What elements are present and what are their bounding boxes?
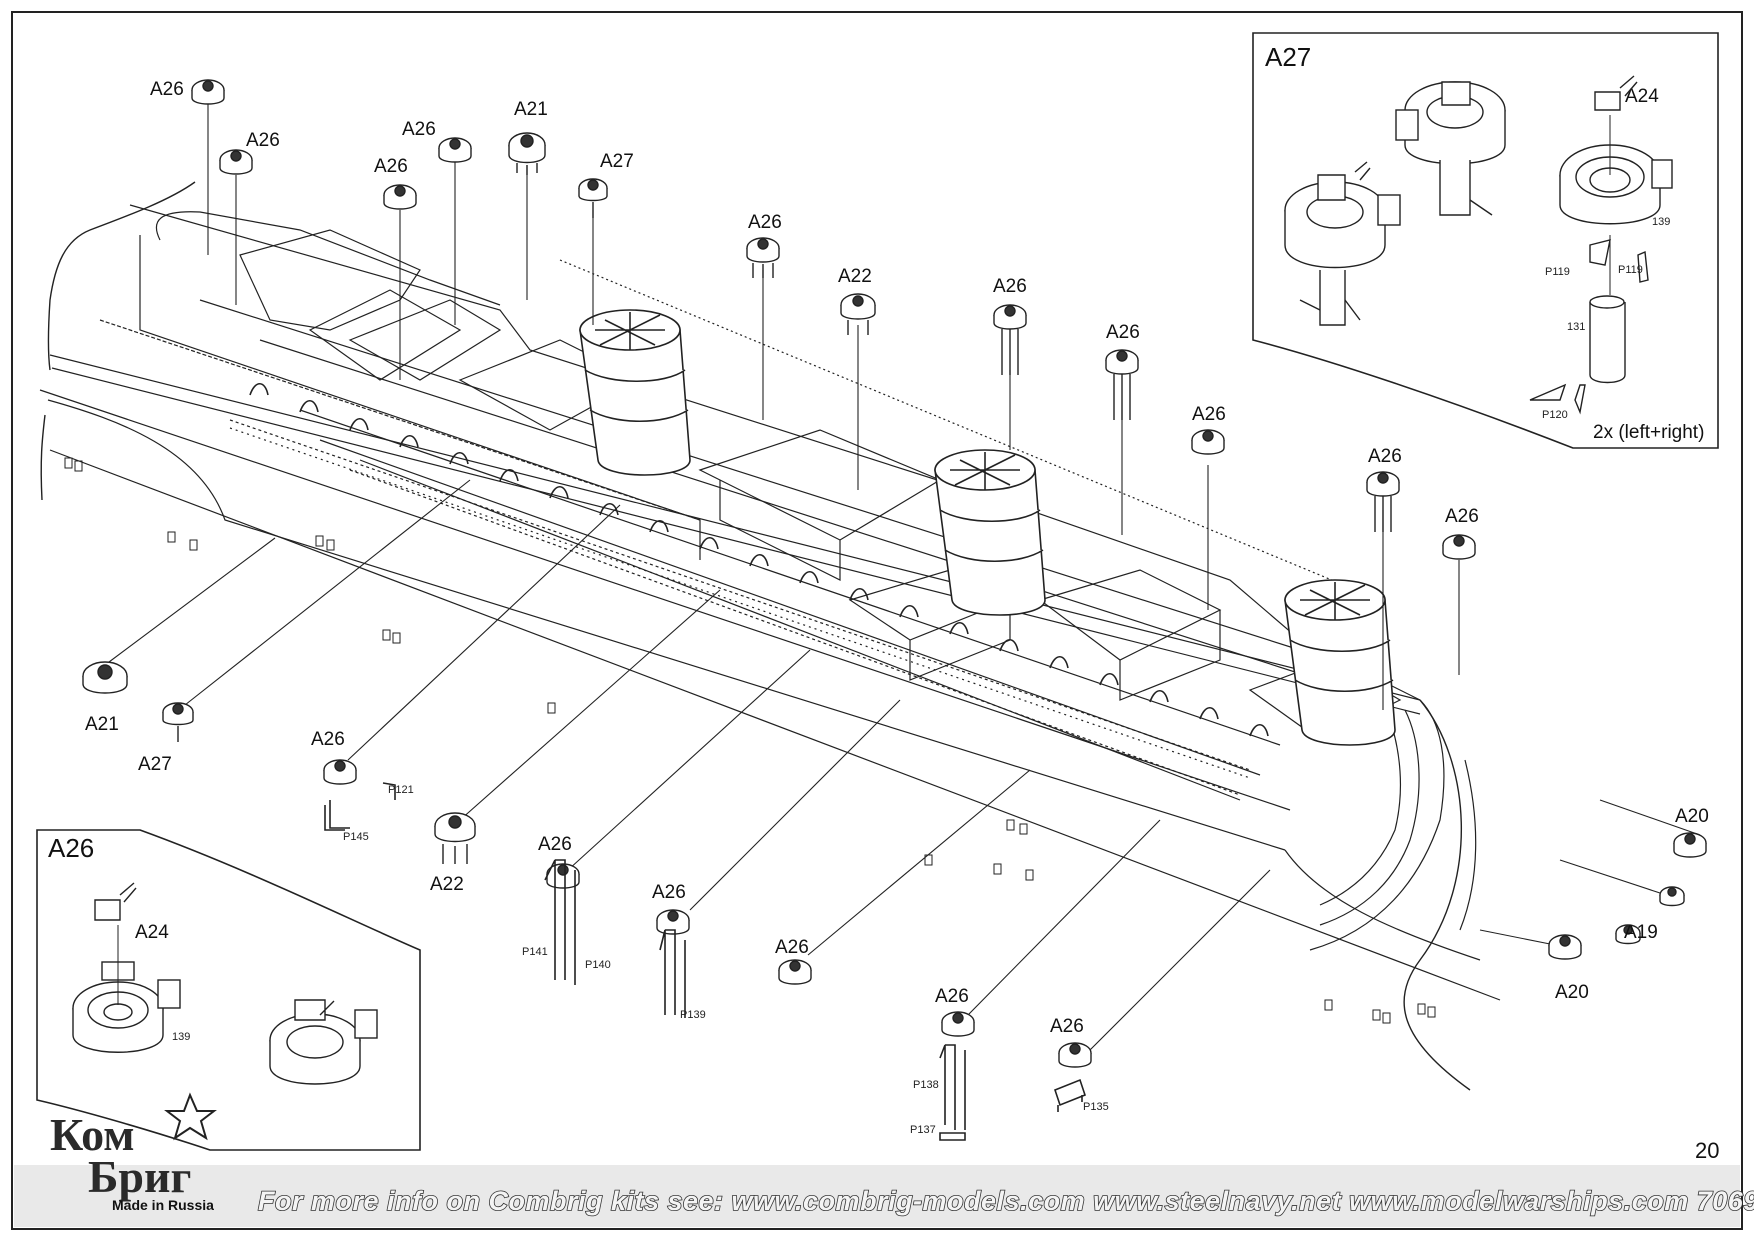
tub-icon [434, 812, 476, 864]
tub-icon [1105, 349, 1139, 420]
logo-line1: Ком [50, 1109, 135, 1160]
sub-part-supports [324, 782, 1086, 1141]
callout-top-0: A26 [150, 79, 184, 100]
callout-bottom-9: A20 [1675, 806, 1709, 827]
funnel-fore [1284, 579, 1396, 746]
part-label: P140 [585, 959, 611, 971]
kombrig-logo: Ком Бриг Made in Russia [50, 1092, 217, 1213]
inset-a27-part-0: 139 [1652, 216, 1670, 228]
callout-top-3: A26 [374, 156, 408, 177]
part-label: P141 [522, 946, 548, 958]
inset-a27-part-2: P119 [1618, 264, 1643, 276]
callout-bottom-4: A26 [538, 834, 572, 855]
callout-top-11: A26 [1368, 446, 1402, 467]
part-label: P138 [913, 1079, 939, 1091]
tub-icon [383, 184, 417, 210]
tub-icon [438, 137, 472, 163]
funnel-mid [934, 449, 1046, 616]
tub-icon [941, 1011, 975, 1037]
ship-hull-drawing [39, 181, 1501, 1091]
tub-icon [1058, 1042, 1092, 1068]
tub-icon [778, 959, 812, 985]
tub-icon [1442, 534, 1476, 560]
tub-icon [191, 79, 225, 105]
logo-made-in: Made in Russia [112, 1197, 214, 1213]
footer-band: For more info on Combrig kits see: www.c… [14, 1165, 1754, 1227]
inset-a27-part-1: P119 [1545, 266, 1570, 278]
inset-a26-part-0: 139 [172, 1031, 190, 1043]
callout-bottom-10: A19 [1624, 922, 1658, 943]
inset-a27-note: 2x (left+right) [1593, 422, 1704, 443]
tub-icon [1191, 429, 1225, 455]
callout-bottom-3: A22 [430, 874, 464, 895]
callout-top-1: A26 [246, 130, 280, 151]
callout-top-6: A26 [748, 212, 782, 233]
tub-icon [1548, 934, 1582, 960]
callout-bottom-5: A26 [652, 882, 686, 903]
inset-a27-a24-label: A24 [1625, 86, 1659, 107]
callout-labels: A26 A26 A26 A26 A21 A27 A26 A22 A26 A26 … [85, 79, 1709, 1037]
leader-lines [104, 100, 1701, 1056]
tub-icon [162, 702, 194, 742]
inset-a27-title: A27 [1265, 42, 1311, 72]
callout-bottom-8: A26 [1050, 1016, 1084, 1037]
callout-top-7: A22 [838, 266, 872, 287]
tub-icon [1659, 886, 1685, 907]
callout-bottom-7: A26 [935, 986, 969, 1007]
callout-top-4: A21 [514, 99, 548, 120]
callout-top-10: A26 [1192, 404, 1226, 425]
part-label: P121 [388, 784, 414, 796]
part-label: P145 [343, 831, 369, 843]
callout-bottom-11: A20 [1555, 982, 1589, 1003]
inset-a27: A27 A24 [1252, 32, 1719, 449]
tub-icon [578, 178, 608, 218]
tub-icon [1615, 924, 1641, 945]
part-label: P139 [680, 1009, 706, 1021]
callout-top-2: A26 [402, 119, 436, 140]
tub-icon [323, 759, 357, 785]
callout-bottom-1: A27 [138, 754, 172, 775]
star-icon [164, 1092, 217, 1141]
callout-top-5: A27 [600, 151, 634, 172]
tub-icon [993, 304, 1027, 375]
page-number: 20 [1695, 1138, 1719, 1163]
inset-a26-a24-label: A24 [135, 922, 169, 943]
part-label: P137 [910, 1124, 936, 1136]
tub-icon [840, 293, 876, 335]
logo-line2: Бриг [88, 1151, 191, 1202]
inset-a27-part-3: 131 [1567, 321, 1585, 333]
callout-bottom-6: A26 [775, 937, 809, 958]
tub-icon [219, 149, 253, 175]
lifeboat-davits [249, 382, 1269, 737]
page-border [11, 11, 1743, 1230]
tub-icon [746, 237, 780, 278]
tub-icon [1673, 832, 1707, 858]
part-number-labels: P121 P145 P141 P140 P139 P138 P137 P135 [343, 784, 1109, 1136]
callout-top-8: A26 [993, 276, 1027, 297]
tub-icon [508, 132, 546, 175]
tub-icon [82, 661, 128, 694]
callout-bottom-0: A21 [85, 714, 119, 735]
callout-top-9: A26 [1106, 322, 1140, 343]
tub-icon [1366, 471, 1400, 532]
callout-top-12: A26 [1445, 506, 1479, 527]
inset-a26: A26 A24 139 [36, 829, 421, 1151]
footer-text: For more info on Combrig kits see: www.c… [258, 1186, 1754, 1216]
inset-a26-title: A26 [48, 833, 94, 863]
callout-bottom-2: A26 [311, 729, 345, 750]
part-label: P135 [1083, 1101, 1109, 1113]
inset-a27-part-4: P120 [1542, 409, 1568, 421]
funnel-aft [579, 309, 691, 476]
hull-portholes [64, 457, 1436, 1024]
mount-icons [82, 79, 1707, 1068]
